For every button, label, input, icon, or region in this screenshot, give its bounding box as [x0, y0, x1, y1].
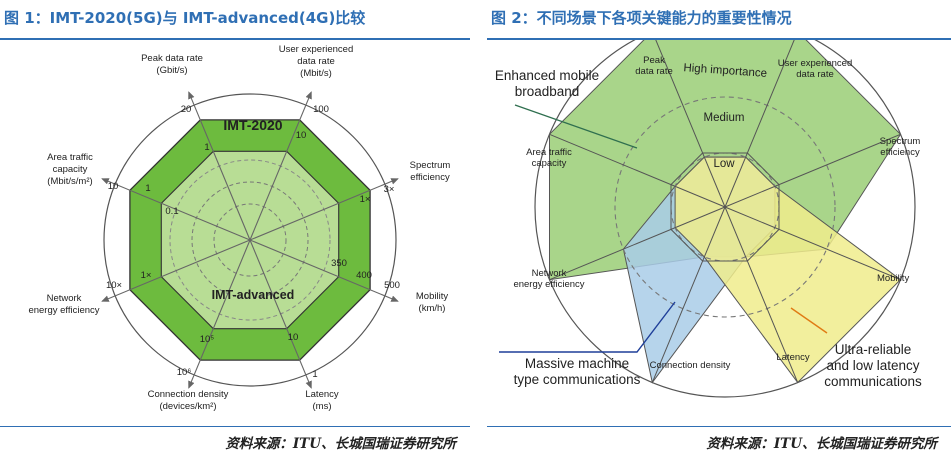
axis-label: Mobility — [877, 273, 909, 284]
tick-label: 10 — [288, 332, 299, 343]
series-label-imt-2020: IMT-2020 — [223, 117, 282, 133]
tick-label: 500 — [384, 280, 400, 291]
tick-label: 400 — [356, 270, 372, 281]
axis-line-2 — [724, 133, 901, 208]
outer-circle — [103, 93, 397, 387]
level-label-medium: Medium — [704, 112, 745, 124]
grid-circle-2 — [169, 159, 331, 321]
level-circle-1 — [614, 96, 836, 318]
tick-label: 350 — [331, 258, 347, 269]
bottom-rule — [0, 426, 470, 427]
axis-line-7 — [549, 133, 726, 208]
axis-label: Latency(ms) — [305, 389, 339, 412]
tick-label: 3× — [384, 184, 395, 195]
tick-label: 10⁶ — [177, 367, 192, 378]
axis-label: Mobility(km/h) — [416, 291, 448, 314]
axis-line-1 — [724, 40, 795, 208]
axis-line-0 — [655, 40, 726, 208]
tick-label: 0.1 — [165, 206, 178, 217]
figure-1-title: 图 1：IMT-2020(5G)与 IMT-advanced(4G)比较 — [4, 9, 366, 27]
figure-1-source: 资料来源：ITU、长城国瑞证券研究所 — [225, 436, 456, 452]
axis-line-6 — [101, 239, 251, 302]
figure-2-title: 图 2：不同场景下各项关键能力的重要性情况 — [491, 9, 792, 27]
figure-2-source: 资料来源：ITU、长城国瑞证券研究所 — [706, 436, 937, 452]
series-label-imt-advanced: IMT-advanced — [212, 288, 295, 302]
level-label-high: High importance — [683, 62, 767, 80]
axis-line-6 — [549, 206, 726, 281]
grid-circle-0 — [213, 203, 287, 277]
tick-label: 1 — [312, 369, 317, 380]
axis-line-7 — [101, 178, 251, 241]
grid-circle-1 — [191, 181, 309, 299]
axis-label: Connection density — [650, 360, 731, 371]
bottom-rule — [487, 426, 951, 427]
axis-line-5 — [188, 239, 251, 389]
tick-label: 1× — [360, 194, 371, 205]
tick-label: 1× — [141, 270, 152, 281]
axis-line-0 — [188, 91, 251, 241]
axis-label: Connection density(devices/km²) — [148, 389, 229, 412]
title-rule — [487, 38, 951, 40]
figure-2-panel: 图 2：不同场景下各项关键能力的重要性情况 Low Medium High impo… — [487, 0, 951, 459]
axis-line-1 — [249, 91, 312, 241]
axis-label: Latency — [776, 352, 810, 363]
axis-line-4 — [724, 206, 799, 383]
figure-1-panel: 图 1：IMT-2020(5G)与 IMT-advanced(4G)比较 1 20… — [0, 0, 470, 459]
axis-line-3 — [249, 239, 399, 302]
tick-label: 10⁵ — [200, 334, 215, 345]
tick-label: 100 — [313, 104, 329, 115]
axis-label: Peak data rate(Gbit/s) — [141, 53, 203, 76]
tick-label: 10 — [296, 130, 307, 141]
axis-line-3 — [724, 206, 901, 281]
axis-line-2 — [249, 178, 399, 241]
tick-label: 10× — [106, 280, 122, 291]
leader-line-urllc — [790, 307, 828, 334]
title-rule — [0, 38, 470, 40]
tick-label: 20 — [181, 104, 192, 115]
leader-line-embb — [514, 104, 638, 149]
tick-label: 1 — [204, 142, 209, 153]
axis-line-4 — [249, 239, 312, 389]
imt-comparison-radar-chart: 1 20 10 100 1× 3× 350 400 500 10 1 10⁵ 10⁶ 1× 10× 0.1 1 1… — [28, 44, 451, 412]
outer-circle — [534, 40, 916, 398]
level-label-low: Low — [713, 158, 735, 170]
leader-line-mmtc — [499, 301, 676, 353]
axis-line-5 — [651, 206, 726, 383]
tick-label: 1 — [145, 183, 150, 194]
tick-label: 10 — [108, 181, 119, 192]
